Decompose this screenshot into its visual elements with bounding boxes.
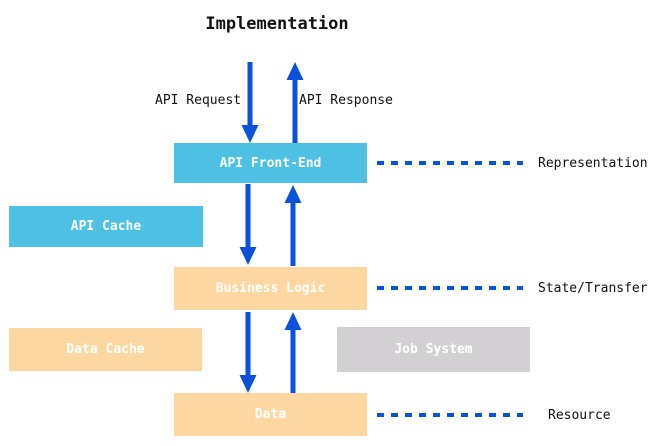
arrow-up-icon [284,185,302,266]
layer-label-state-transfer: State/Transfer [538,281,648,296]
box-api-front-end: API Front-End [174,143,367,183]
diagram-title: Implementation [205,14,349,34]
layer-label-representation: Representation [538,156,648,171]
dashed-line-representation [377,161,523,165]
api-response-label: API Response [299,93,393,108]
dashed-line-state-transfer [377,286,523,290]
arrow-down-icon [241,62,259,143]
box-api-cache: API Cache [9,206,203,247]
box-business-logic: Business Logic [174,267,367,310]
box-job-system: Job System [337,327,530,372]
arrow-up-icon [286,62,304,143]
box-data-cache: Data Cache [9,328,202,371]
box-data: Data [174,393,367,436]
layer-label-resource: Resource [548,408,611,423]
arrow-down-icon [239,312,257,393]
arrow-up-icon [284,312,302,393]
api-request-label: API Request [155,93,242,108]
arrow-down-icon [239,184,257,265]
dashed-line-resource [377,413,523,417]
